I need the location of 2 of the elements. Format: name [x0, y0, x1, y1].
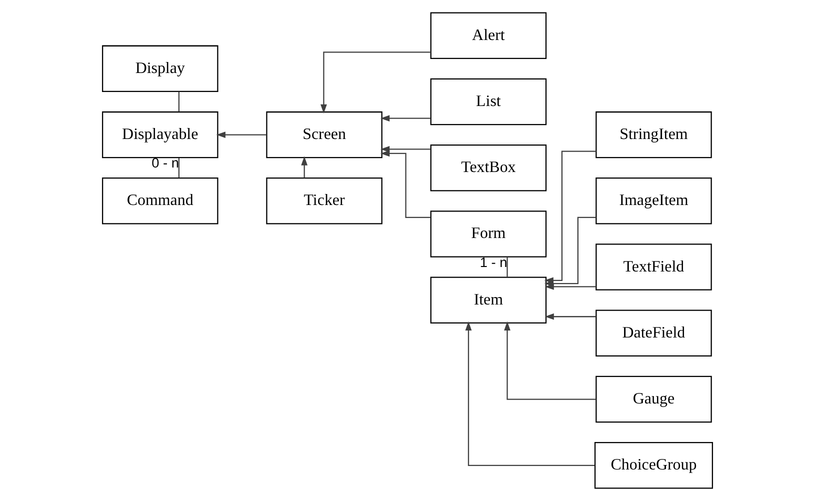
- edge-label: 1 - n: [479, 254, 507, 270]
- edge-label: 0 - n: [151, 156, 178, 171]
